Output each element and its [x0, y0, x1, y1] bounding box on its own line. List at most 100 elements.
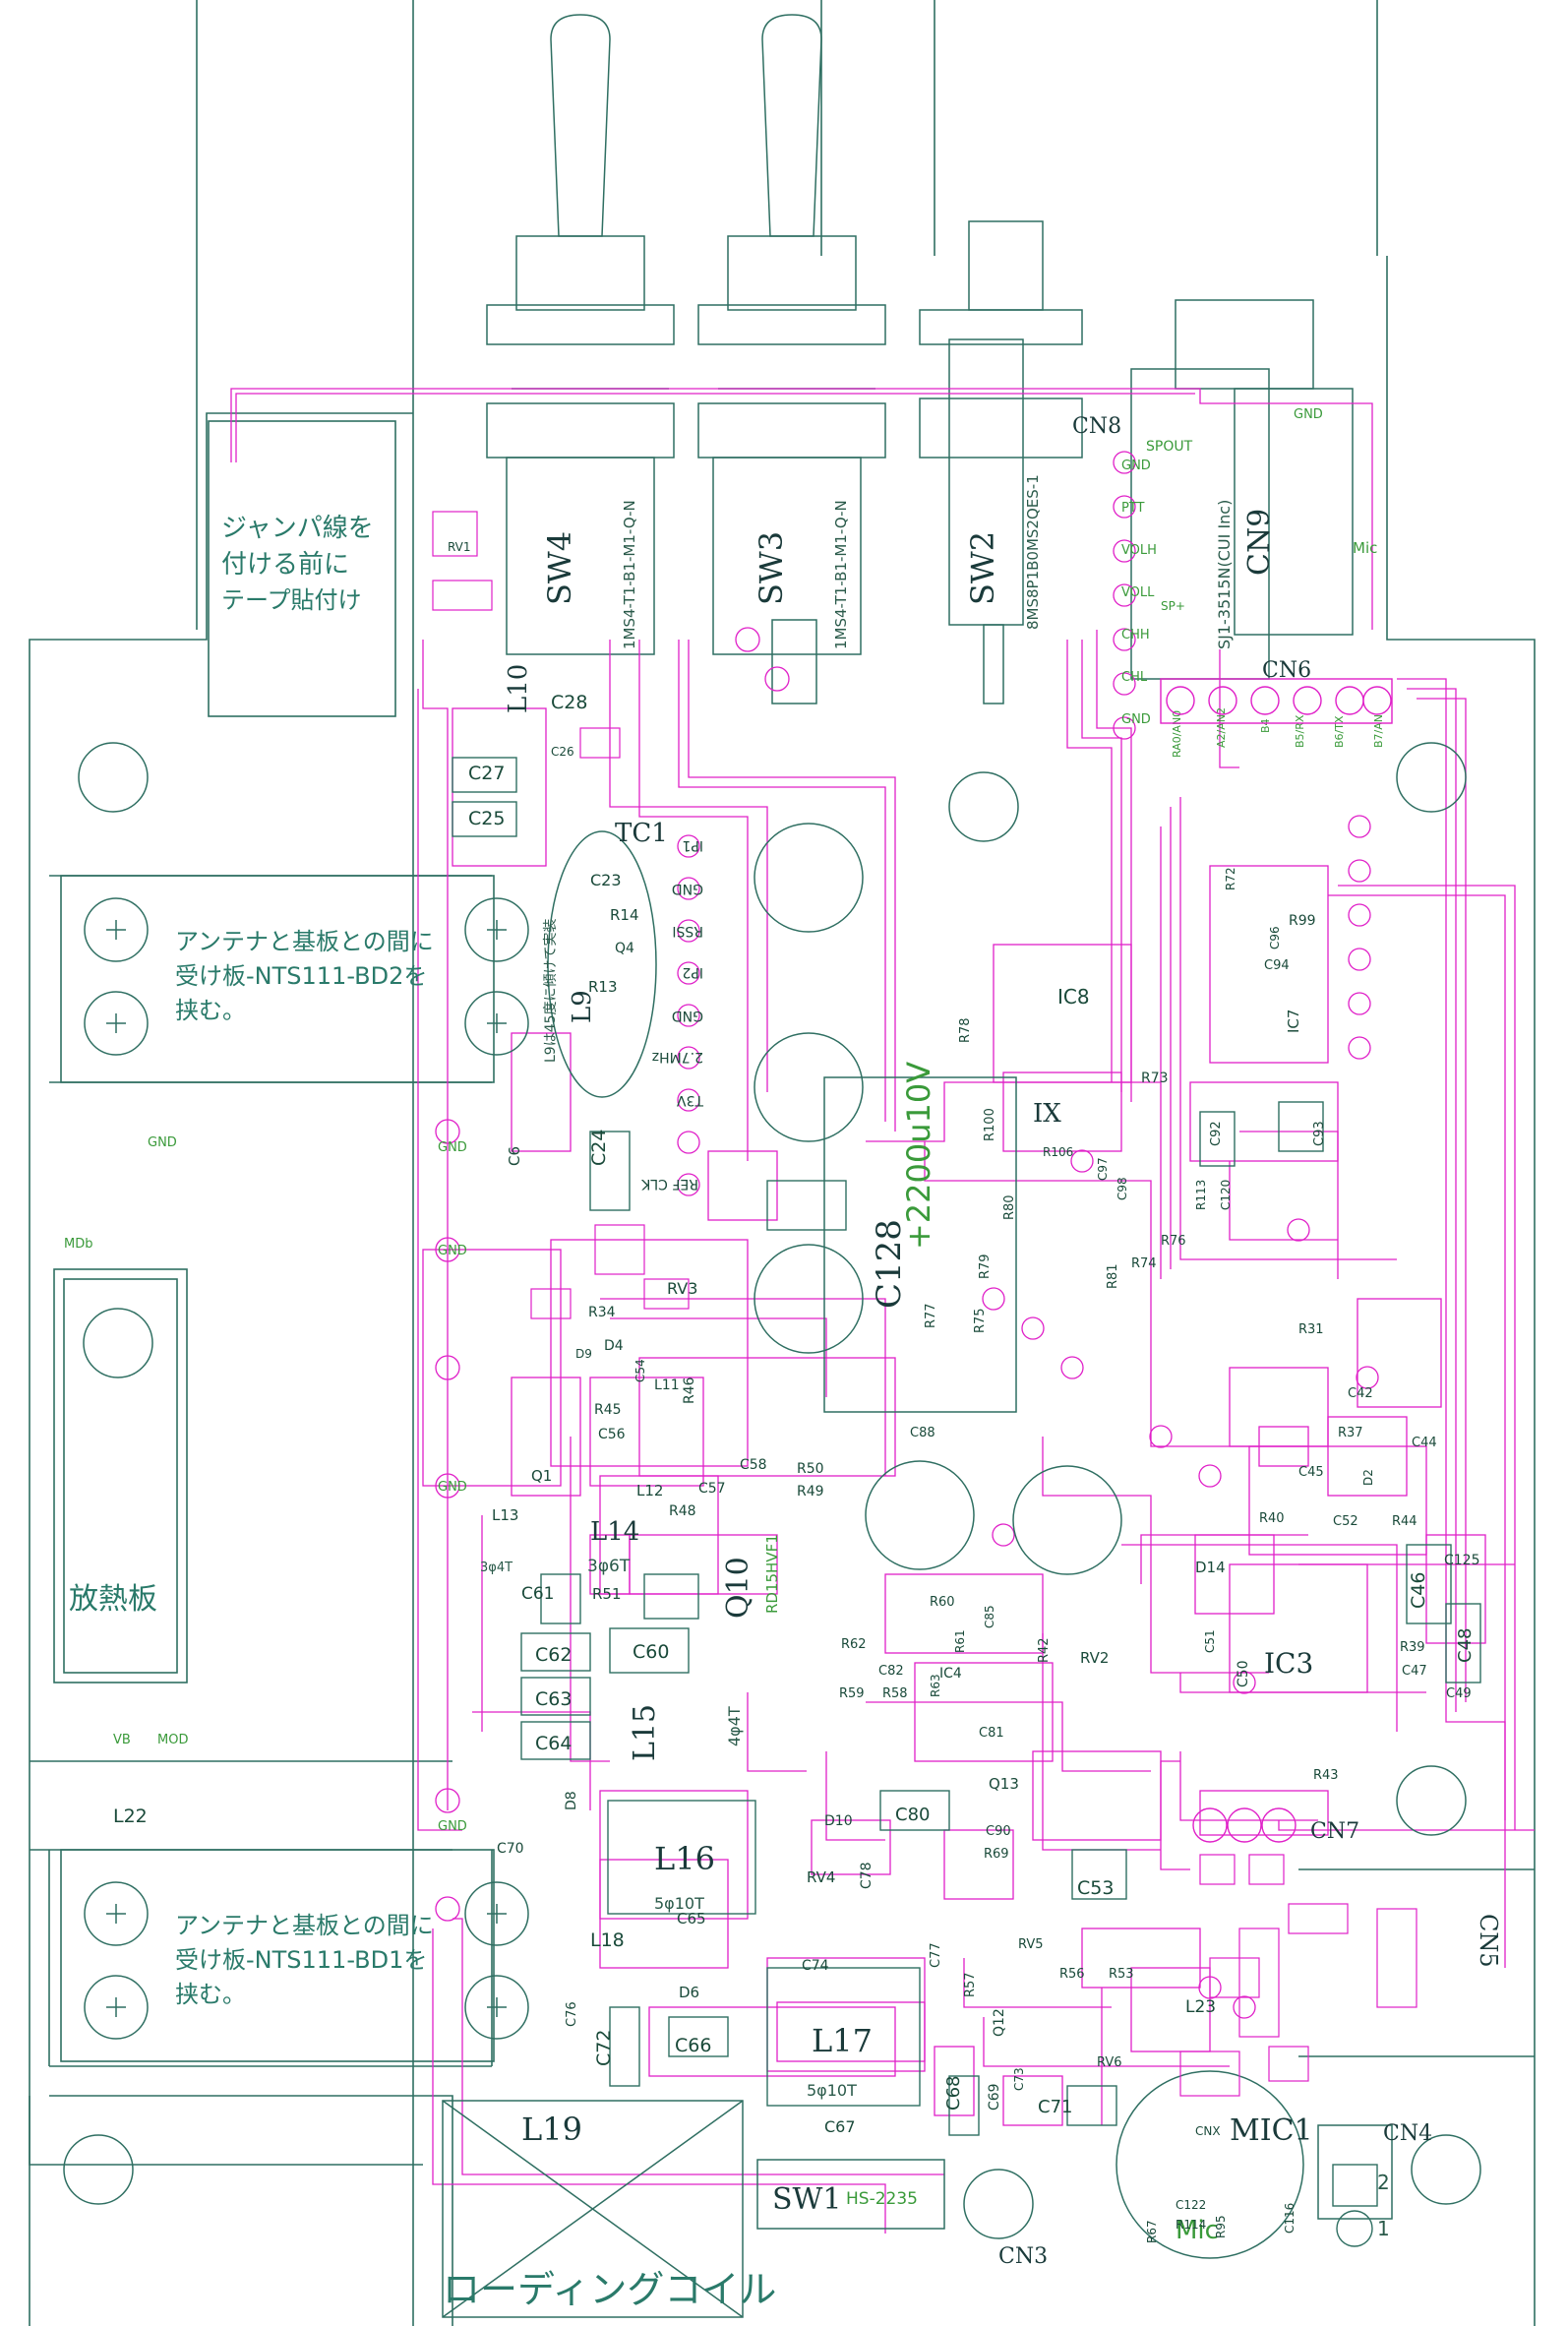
r45-ref: R45: [594, 1402, 622, 1418]
c42-ref: C42: [1348, 1386, 1373, 1401]
jumper-note-line3: テープ貼付け: [221, 586, 362, 614]
c24-ref: C24: [588, 1130, 610, 1166]
r59-ref: R59: [839, 1686, 865, 1701]
c70-ref: C70: [497, 1841, 524, 1857]
gnd-net-label: GND: [438, 1819, 467, 1834]
antenna-top-note-line1: アンテナと基板との間に: [175, 928, 434, 955]
c90-ref: C90: [986, 1824, 1011, 1839]
c98-ref: C98: [1116, 1177, 1129, 1200]
c93-ref: C93: [1312, 1121, 1327, 1146]
c47-ref: C47: [1402, 1664, 1427, 1679]
toggle-switch-sw3-lever[interactable]: [697, 14, 886, 704]
l10-ref: L10: [504, 664, 533, 713]
cn6-pin-label: RA0/AN0: [1171, 710, 1183, 758]
r114-ref: R114: [1176, 2218, 1206, 2232]
sw1-body[interactable]: [756, 2159, 945, 2230]
mod-label: MOD: [157, 1733, 188, 1747]
r51-ref: R51: [592, 1585, 622, 1603]
l23-ref: L23: [1185, 1997, 1216, 2017]
ip1-label: IP1: [683, 837, 703, 853]
ip2-pad-label: IP2: [683, 964, 703, 980]
component-labels: C28 C27 C25 C23 R14 R13 Q4 C24 C6 RV3 R3…: [113, 540, 1480, 2243]
sw3-part: 1MS4-T1-B1-M1-Q-N: [832, 500, 850, 649]
r48-ref: R48: [669, 1503, 696, 1519]
ix-ref: IX: [1033, 1099, 1061, 1129]
cn8-pin-label: CHL: [1121, 670, 1148, 685]
rssi-pad-label: RSSI: [672, 923, 703, 939]
c57-ref: C57: [698, 1481, 726, 1497]
gnd-pad-label: GND: [672, 881, 703, 896]
cn4-body: [1317, 2124, 1393, 2220]
loading-coil-label: ローディングコイル: [443, 2268, 776, 2311]
r63-ref: R63: [929, 1674, 942, 1697]
toggle-switch-sw4-lever[interactable]: [486, 14, 675, 655]
c63-ref: C63: [535, 1688, 572, 1710]
cn8-pin-label: VOLL: [1121, 585, 1155, 600]
r106-ref: R106: [1043, 1145, 1073, 1159]
r14-ref: R14: [610, 906, 639, 924]
r46-ref: R46: [682, 1377, 697, 1404]
l19-loading-coil-box: [442, 2100, 744, 2318]
l14-ref: L14: [590, 1517, 639, 1547]
cn4-ref: CN4: [1383, 2121, 1432, 2146]
d8-ref: D8: [564, 1791, 579, 1810]
mhz-pad-label: 2.7MHz: [652, 1049, 703, 1065]
l9-ref: L9: [568, 990, 597, 1023]
c92-ref: C92: [1209, 1121, 1224, 1146]
t3v-pad-label: T3V: [677, 1092, 704, 1108]
c122-ref: C122: [1176, 2198, 1206, 2212]
c66-ref: C66: [675, 2035, 711, 2056]
c76-ref: C76: [565, 2001, 579, 2027]
c97-ref: C97: [1096, 1157, 1110, 1181]
r60-ref: R60: [930, 1595, 955, 1610]
antenna-bottom-note-line3: 挟む。: [175, 1981, 246, 2008]
c67-ref: C67: [824, 2117, 856, 2136]
q4-ref: Q4: [615, 941, 634, 956]
cn4-pin-2: 2: [1377, 2171, 1390, 2194]
tc1-ref: TC1: [615, 819, 668, 848]
c73-ref: C73: [1012, 2067, 1026, 2091]
jumper-note-line1: ジャンパ線を: [221, 514, 374, 543]
r81-ref: R81: [1106, 1263, 1120, 1289]
heatsink-label: 放熱板: [69, 1582, 157, 1617]
gnd-net-label: GND: [438, 1244, 467, 1258]
r69-ref: R69: [984, 1847, 1009, 1862]
r40-ref: R40: [1259, 1511, 1285, 1526]
c85-ref: C85: [983, 1605, 996, 1628]
c61-ref: C61: [521, 1584, 555, 1604]
mic-label: Mic: [1176, 2216, 1219, 2245]
cn5-ref: CN5: [1475, 1914, 1502, 1968]
c128-body: [823, 1076, 1017, 1413]
l11-ref: L11: [654, 1377, 680, 1393]
c128-value: +2200u10V: [900, 1062, 937, 1250]
c49-ref: C49: [1446, 1686, 1472, 1701]
cn7-ref: CN7: [1310, 1819, 1359, 1844]
r50-ref: R50: [797, 1461, 824, 1477]
c25-ref: C25: [468, 808, 505, 829]
l16-turns: 5φ10T: [654, 1894, 704, 1913]
cn3-ref: CN3: [998, 2244, 1048, 2269]
push-switch-sw2-body[interactable]: [919, 220, 1083, 704]
net-labels: GND GND GND GND GND MDb VB MOD: [64, 1135, 467, 1834]
c46-ref: C46: [1408, 1572, 1429, 1609]
rv6-ref: RV6: [1097, 2055, 1122, 2070]
cn6-pin-labels: RA0/AN0 A2/AN2 B4 B5/RX B6/TX B7/AN: [1171, 707, 1385, 758]
r49-ref: R49: [797, 1484, 824, 1500]
cn6-pin-label: B7/AN: [1372, 714, 1385, 748]
l19-ref: L19: [521, 2111, 582, 2148]
cn6-pin-label: B5/RX: [1294, 714, 1306, 748]
c82-ref: C82: [878, 1664, 904, 1679]
c53-ref: C53: [1077, 1877, 1114, 1899]
c65-ref: C65: [677, 1910, 706, 1928]
c27-ref: C27: [468, 763, 505, 784]
cn8-pin-labels: GND PTT VOLH VOLL CHH CHL GND: [1121, 459, 1157, 727]
ic8-ref: IC8: [1057, 985, 1090, 1009]
r57-ref: R57: [963, 1972, 978, 1997]
cn8-pin-label: PTT: [1121, 501, 1145, 516]
antenna-bottom-note-line2: 受け板-NTS111-BD1を: [175, 1946, 427, 1974]
cn8-ref: CN8: [1072, 414, 1121, 439]
r39-ref: R39: [1400, 1640, 1425, 1655]
c56-ref: C56: [598, 1427, 626, 1442]
l16-body: [607, 1800, 756, 1915]
r61-ref: R61: [953, 1629, 967, 1653]
